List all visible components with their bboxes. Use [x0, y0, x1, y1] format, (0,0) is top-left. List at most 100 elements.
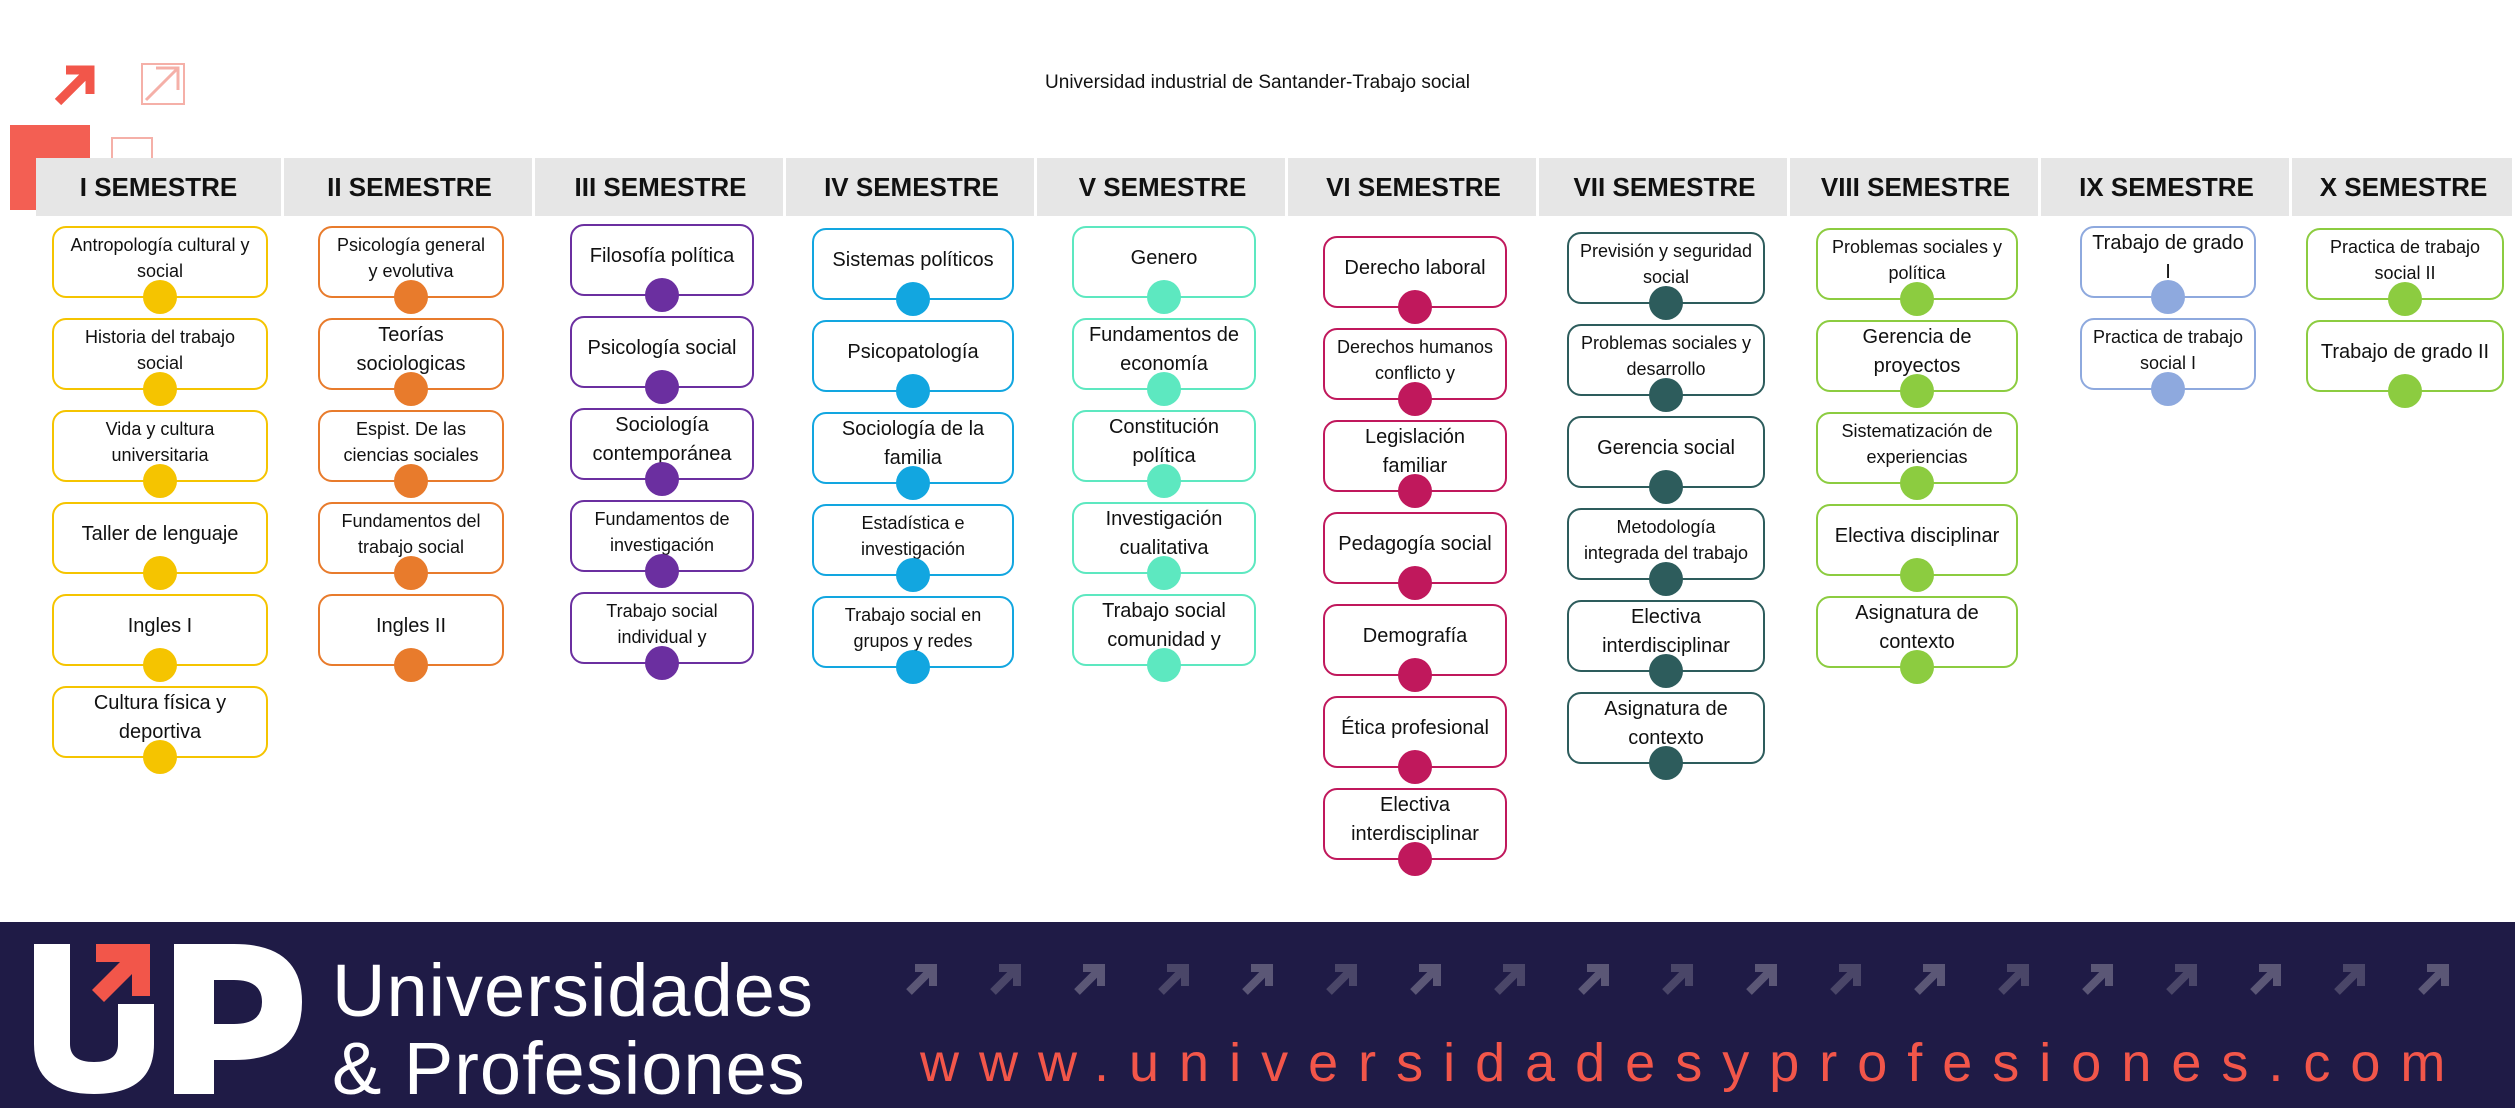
- course-card: Fundamentos de investigación: [570, 500, 754, 588]
- course-label: Electiva interdisciplinar: [1351, 794, 1479, 845]
- course-card: Ingles II: [318, 594, 504, 682]
- arrow-icon: [1662, 964, 1693, 995]
- course-card: Problemas sociales y política: [1816, 228, 2018, 316]
- course-card: Investigación cualitativa: [1072, 502, 1256, 590]
- course-card: Electiva interdisciplinar: [1323, 788, 1507, 876]
- course-card: Trabajo social comunidad y: [1072, 594, 1256, 682]
- connector-dot: [645, 554, 679, 588]
- course-card: Asignatura de contexto: [1567, 692, 1765, 780]
- arrow-pattern: [906, 964, 2449, 995]
- arrow-icon: [1158, 964, 1189, 995]
- course-label: Practica de trabajo social I: [2092, 326, 2244, 373]
- connector-dot: [143, 464, 177, 498]
- connector-dot: [2151, 280, 2185, 314]
- course-label: Espist. De las ciencias sociales: [343, 418, 479, 465]
- course-label: Genero: [1130, 246, 1198, 269]
- arrow-icon: [1746, 964, 1777, 995]
- course-label: Problemas sociales y política: [1831, 236, 2003, 283]
- course-card: Trabajo social individual y: [570, 592, 754, 680]
- course-label: Investigación cualitativa: [1105, 508, 1223, 559]
- arrow-outline-icon: [141, 63, 185, 105]
- semester-column: V SEMESTRE: [1040, 158, 1288, 216]
- connector-dot: [394, 372, 428, 406]
- connector-dot: [896, 374, 930, 408]
- semester-column: VIII SEMESTRE: [1793, 158, 2041, 216]
- connector-dot: [1649, 470, 1683, 504]
- course-label: Asignatura de contexto: [1855, 602, 1979, 653]
- course-card: Historia del trabajo social: [52, 318, 268, 406]
- course-card: Trabajo social en grupos y redes: [812, 596, 1014, 684]
- connector-dot: [645, 646, 679, 680]
- connector-dot: [143, 556, 177, 590]
- connector-dot: [394, 648, 428, 682]
- course-card: Genero: [1072, 226, 1256, 314]
- course-label: Ingles II: [375, 614, 447, 637]
- arrow-icon: [990, 964, 1021, 995]
- arrow-icon: [1074, 964, 1105, 995]
- arrow-icon: [2082, 964, 2113, 995]
- connector-dot: [394, 556, 428, 590]
- course-label: Ética profesional: [1341, 716, 1489, 739]
- connector-dot: [1900, 282, 1934, 316]
- course-label: Gerencia de proyectos: [1862, 326, 1972, 377]
- course-label: Historia del trabajo social: [84, 326, 236, 373]
- connector-dot: [1398, 658, 1432, 692]
- semester-column: VII SEMESTRE: [1542, 158, 1790, 216]
- course-label: Cultura física y deportiva: [93, 692, 227, 743]
- semester-header: V SEMESTRE: [1040, 158, 1288, 216]
- footer-banner: Universidades & Profesiones www.universi…: [0, 922, 2515, 1108]
- course-label: Derechos humanos conflicto y: [1336, 336, 1494, 383]
- course-card: Filosofía política: [570, 224, 754, 312]
- connector-dot: [1398, 566, 1432, 600]
- course-card: Problemas sociales y desarrollo: [1567, 324, 1765, 412]
- connector-dot: [645, 370, 679, 404]
- brand-line-2: & Profesiones: [332, 1027, 806, 1110]
- semester-column: IX SEMESTRE: [2044, 158, 2292, 216]
- connector-dot: [2388, 282, 2422, 316]
- semester-header: VII SEMESTRE: [1542, 158, 1790, 216]
- connector-dot: [1649, 286, 1683, 320]
- course-label: Sociología de la familia: [841, 418, 985, 469]
- connector-dot: [394, 280, 428, 314]
- connector-dot: [1649, 654, 1683, 688]
- course-card: Trabajo de grado II: [2306, 320, 2504, 408]
- course-card: Metodología integrada del trabajo: [1567, 508, 1765, 596]
- course-label: Practica de trabajo social II: [2329, 236, 2481, 283]
- semester-header: IV SEMESTRE: [789, 158, 1037, 216]
- course-card: Derechos humanos conflicto y: [1323, 328, 1507, 416]
- connector-dot: [1398, 290, 1432, 324]
- course-card: Previsión y seguridad social: [1567, 232, 1765, 320]
- course-card: Derecho laboral: [1323, 236, 1507, 324]
- course-label: Constitución política: [1108, 416, 1220, 467]
- course-card: Gerencia social: [1567, 416, 1765, 504]
- connector-dot: [1147, 464, 1181, 498]
- arrow-icon: [2250, 964, 2281, 995]
- arrow-icon: [1326, 964, 1357, 995]
- connector-dot: [1147, 648, 1181, 682]
- semester-header: II SEMESTRE: [287, 158, 535, 216]
- connector-dot: [2151, 372, 2185, 406]
- course-label: Derecho laboral: [1344, 256, 1486, 279]
- course-label: Filosofía política: [589, 244, 735, 267]
- up-logo: [34, 944, 302, 1094]
- connector-dot: [896, 282, 930, 316]
- course-label: Vida y cultura universitaria: [105, 418, 215, 465]
- arrow-icon: [1242, 964, 1273, 995]
- arrow-icon: [2334, 964, 2365, 995]
- brand-line-1: Universidades: [332, 949, 814, 1032]
- connector-dot: [143, 372, 177, 406]
- arrow-icon: [1998, 964, 2029, 995]
- arrow-icon: [1578, 964, 1609, 995]
- course-label: Problemas sociales y desarrollo: [1580, 332, 1752, 379]
- connector-dot: [1398, 750, 1432, 784]
- connector-dot: [645, 278, 679, 312]
- course-label: Sociología contemporánea: [592, 414, 732, 465]
- course-label: Trabajo de grado II: [2320, 340, 2490, 363]
- course-card: Ingles I: [52, 594, 268, 682]
- course-card: Estadística e investigación: [812, 504, 1014, 592]
- course-card: Fundamentos del trabajo social: [318, 502, 504, 590]
- course-card: Constitución política: [1072, 410, 1256, 498]
- course-card: Antropología cultural y social: [52, 226, 268, 314]
- course-card: Practica de trabajo social I: [2080, 318, 2256, 406]
- brand-name: Universidades & Profesiones: [332, 952, 814, 1108]
